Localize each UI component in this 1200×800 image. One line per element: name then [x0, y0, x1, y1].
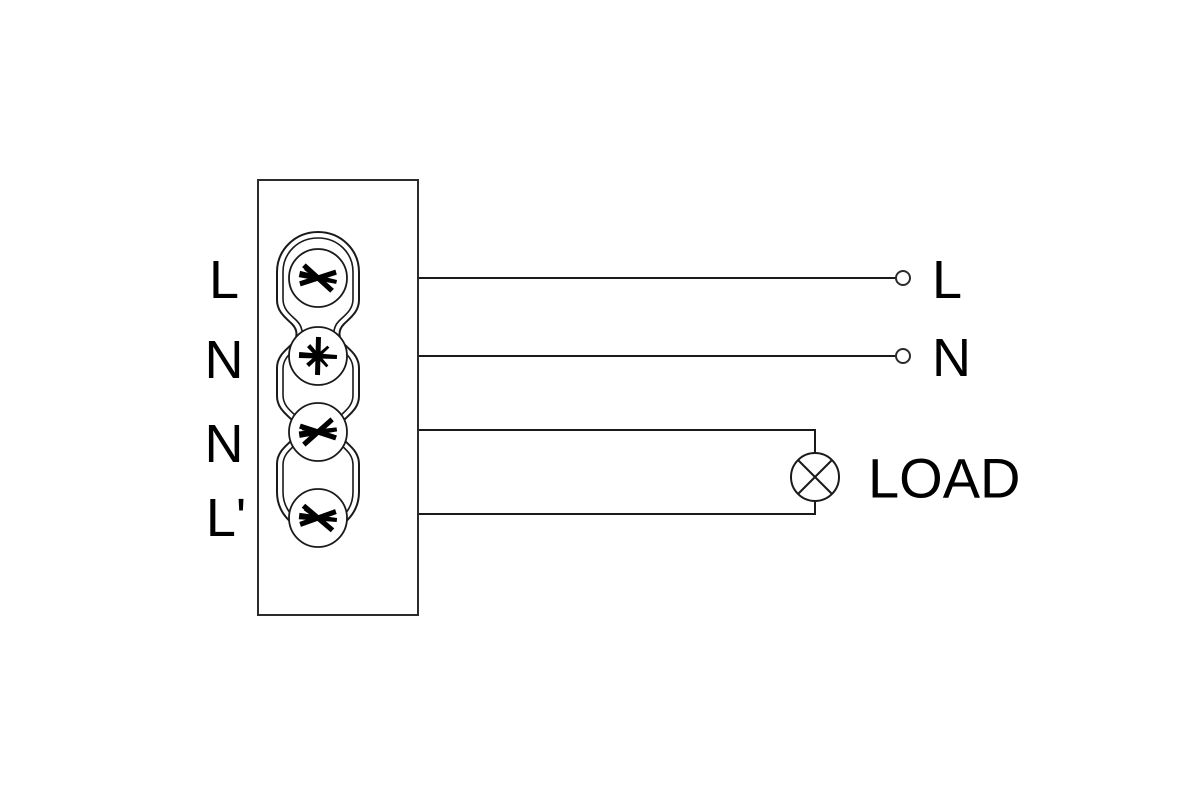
screw-terminal-l[interactable]: [288, 248, 348, 308]
terminal-label-l: L: [209, 250, 239, 310]
supply-label-l: L: [932, 250, 962, 310]
screw-star-icon: [298, 417, 338, 447]
screw-cross-icon: [298, 336, 338, 376]
wire-load-bottom: [418, 501, 816, 515]
screw-terminal-l-prime[interactable]: [288, 488, 348, 548]
screw-star-icon: [298, 263, 338, 293]
screw-terminal-n-in[interactable]: [288, 326, 348, 386]
wire-group: [418, 277, 896, 515]
supply-label-n: N: [932, 328, 971, 388]
supply-node-l[interactable]: [895, 270, 911, 286]
screw-star-icon: [298, 503, 338, 533]
terminal-label-l-prime: L': [206, 488, 246, 548]
lamp-icon: [790, 452, 840, 502]
load-label: LOAD: [868, 447, 1021, 510]
supply-node-n[interactable]: [895, 348, 911, 364]
lamp-x-stroke-2: [797, 459, 833, 495]
terminal-label-n-out: N: [205, 414, 244, 474]
terminal-label-n-in: N: [205, 330, 244, 390]
screw-terminal-n-out[interactable]: [288, 402, 348, 462]
wire-load-top: [418, 429, 816, 454]
